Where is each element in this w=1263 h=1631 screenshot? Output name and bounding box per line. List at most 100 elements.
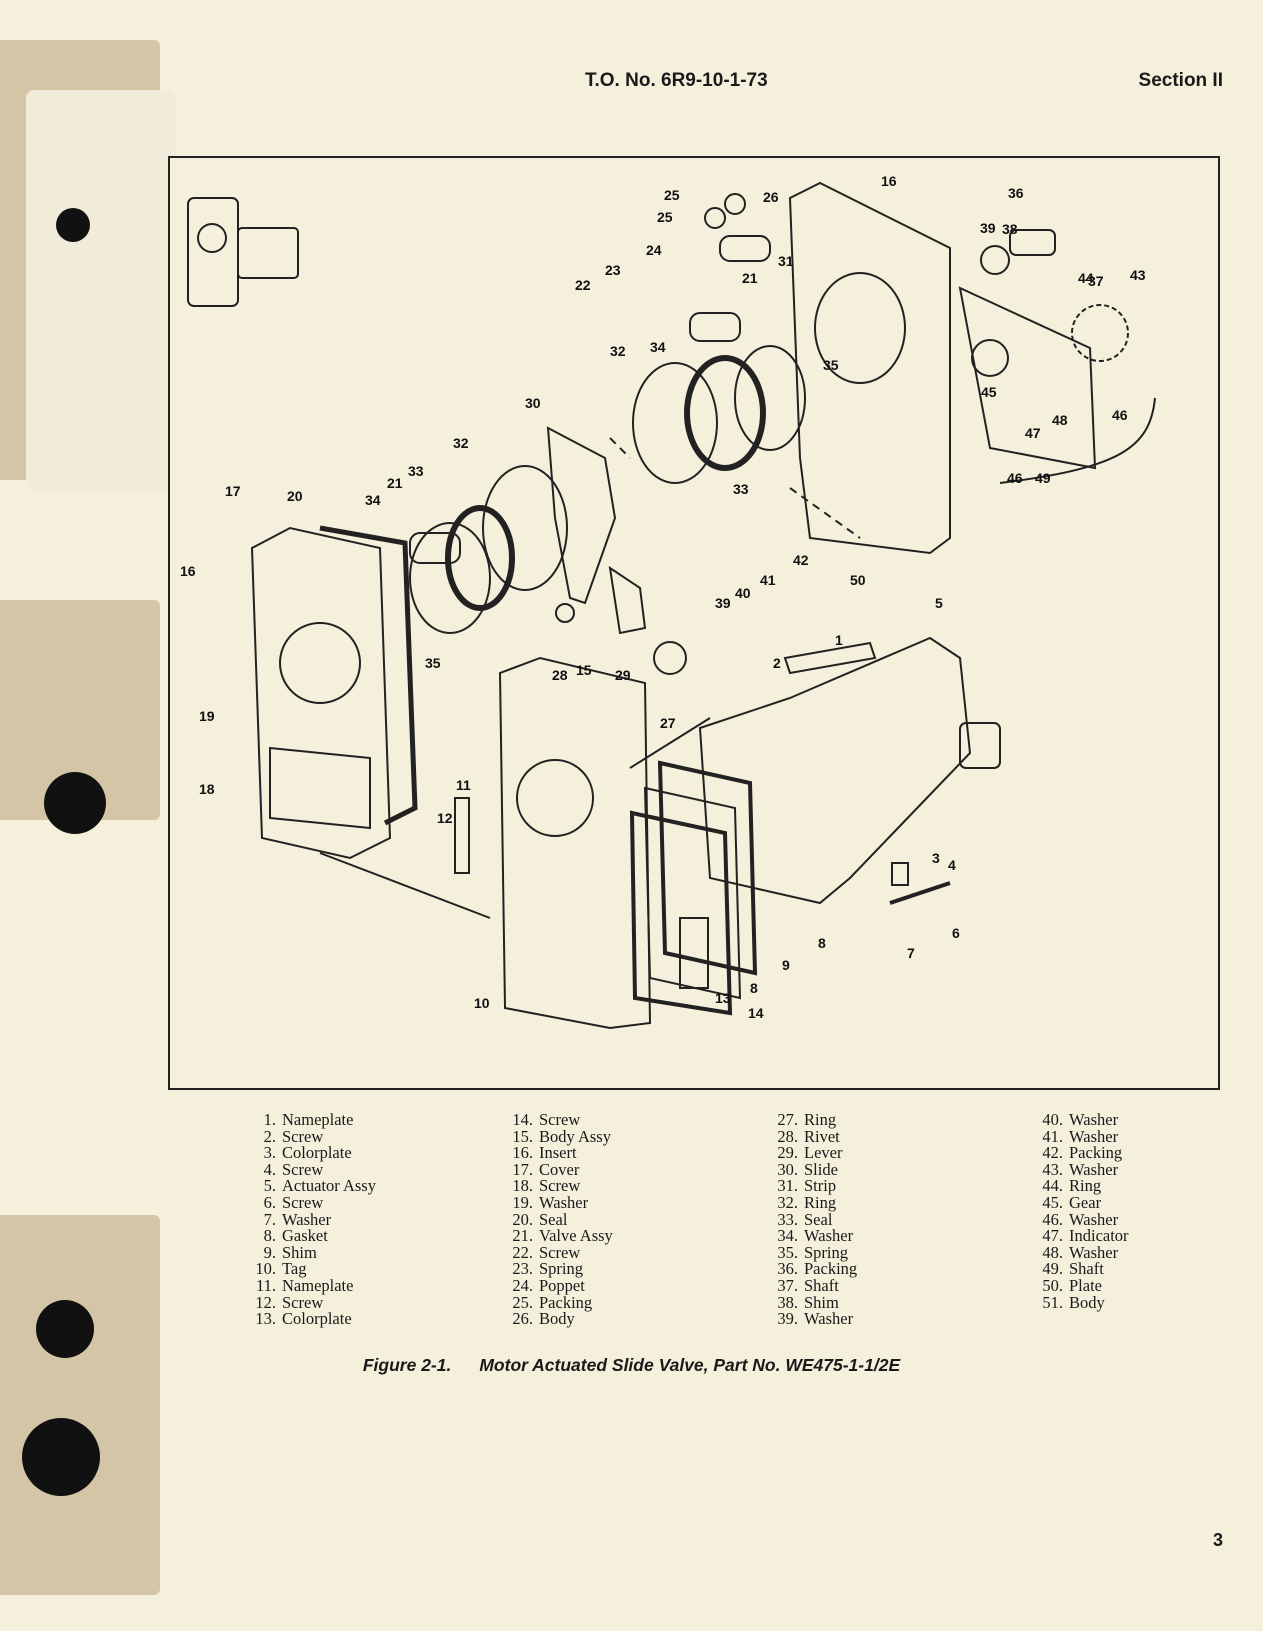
list-item: 8.Gasket	[263, 1226, 328, 1246]
paper-patch	[26, 90, 176, 490]
plate-50	[958, 286, 1097, 470]
list-item: 15.Body Assy	[512, 1126, 611, 1146]
dashed-guide-2	[629, 717, 711, 769]
list-item: 45.Gear	[1042, 1192, 1102, 1212]
list-item: 32.Ring	[777, 1192, 837, 1212]
parts-column-3: 27.Ring 28.Rivet 29.Lever 30.Slide 31.St…	[770, 1111, 857, 1329]
nameplate-11	[454, 797, 470, 874]
ring-32	[482, 465, 568, 591]
rivet-28	[555, 603, 575, 623]
parts-column-4: 40.Washer 41.Washer 42.Packing 43.Washer…	[1035, 1110, 1128, 1312]
list-item: 12.Screw	[255, 1292, 324, 1312]
callout: 11	[456, 777, 471, 793]
callout: 35	[425, 655, 441, 671]
callout: 26	[763, 189, 779, 205]
callout: 25	[657, 209, 673, 225]
assembly-line	[319, 852, 491, 919]
dashed-guide	[609, 437, 861, 539]
list-item: 39.Washer	[777, 1309, 854, 1329]
plate-hub	[971, 339, 1009, 377]
list-item: 31.Strip	[777, 1176, 837, 1196]
punch-hole	[56, 208, 90, 242]
callout: 17	[225, 483, 241, 499]
callout: 39	[715, 595, 731, 611]
list-item: 19.Washer	[512, 1192, 589, 1212]
callout: 32	[453, 435, 469, 451]
callout: 38	[1002, 221, 1018, 237]
list-item: 20.Seal	[512, 1209, 568, 1229]
callout: 21	[742, 270, 758, 286]
page-number: 3	[1212, 1530, 1223, 1550]
callout: 34	[365, 492, 381, 508]
list-item: 4.Screw	[263, 1159, 324, 1179]
callout: 46	[1007, 470, 1023, 486]
callout: 46	[1112, 407, 1128, 423]
callout: 8	[750, 980, 758, 996]
callout: 47	[1025, 425, 1041, 441]
callout: 10	[474, 995, 490, 1011]
callout: 6	[952, 925, 960, 941]
seal-20	[319, 525, 418, 826]
callout: 24	[646, 242, 662, 258]
list-item: 16.Insert	[512, 1143, 577, 1163]
callout: 15	[576, 662, 592, 678]
callout: 12	[437, 810, 453, 826]
callout: 42	[793, 552, 809, 568]
ring-32-upper	[632, 362, 718, 484]
list-item: 11.Nameplate	[255, 1275, 354, 1295]
list-item: 2.Screw	[263, 1126, 324, 1146]
slide-30	[546, 426, 617, 605]
list-item: 21.Valve Assy	[512, 1226, 613, 1246]
callout: 30	[525, 395, 541, 411]
callout: 14	[748, 1005, 764, 1021]
washer-34	[409, 522, 491, 634]
list-item: 50.Plate	[1042, 1275, 1102, 1295]
callout: 3	[932, 850, 940, 866]
callout: 2	[773, 655, 781, 671]
list-item: 51.Body	[1042, 1292, 1105, 1312]
callout: 16	[180, 563, 196, 579]
list-item: 17.Cover	[512, 1159, 580, 1179]
callout: 16	[881, 173, 897, 189]
callout-labels: 1 2 3 4 5 6 7 8 8 9 10 11 12 13 14 15 16…	[180, 173, 1146, 1021]
callout: 25	[664, 187, 680, 203]
callout: 35	[823, 357, 839, 373]
callout: 48	[1052, 412, 1068, 428]
list-item: 24.Poppet	[512, 1275, 585, 1295]
colorplate-13	[679, 917, 709, 989]
gasket-8	[657, 760, 758, 976]
binder-margin	[0, 0, 176, 1631]
lever-29	[608, 565, 647, 635]
callout: 19	[199, 708, 215, 724]
list-item: 40.Washer	[1042, 1110, 1119, 1129]
callout: 36	[1008, 185, 1024, 201]
exploded-view-figure: 1 2 3 4 5 6 7 8 8 9 10 11 12 13 14 15 16…	[168, 156, 1220, 1090]
callout: 9	[782, 957, 790, 973]
list-item: 6.Screw	[263, 1192, 324, 1212]
parts-column-2: 14.Screw 15.Body Assy 16.Insert 17.Cover…	[505, 1110, 613, 1328]
list-item: 29.Lever	[777, 1143, 843, 1163]
callout: 43	[1130, 267, 1146, 283]
list-item: 34.Washer	[777, 1226, 854, 1246]
callout: 31	[778, 253, 794, 269]
figure-title: Motor Actuated Slide Valve, Part No. WE4…	[479, 1355, 901, 1375]
gear-45	[1071, 304, 1129, 362]
parts-column-1: 1.Nameplate 2.Screw 3.Colorplate 4.Screw…	[248, 1111, 376, 1328]
valve-assy-21	[409, 532, 461, 564]
screw-6	[889, 881, 951, 905]
callout: 41	[760, 572, 776, 588]
body-26	[719, 235, 771, 262]
callout: 5	[935, 595, 943, 611]
list-item: 46.Washer	[1042, 1209, 1119, 1229]
ring-27	[653, 641, 687, 675]
list-item: 33.Seal	[777, 1209, 833, 1229]
callout: 45	[981, 384, 997, 400]
callout: 50	[850, 572, 866, 588]
cover-ribs	[269, 746, 371, 830]
actuator-connector	[959, 722, 1001, 769]
callout: 27	[660, 715, 676, 731]
list-item: 35.Spring	[777, 1242, 849, 1262]
callout: 22	[575, 277, 591, 293]
callout: 39	[980, 220, 996, 236]
list-item: 14.Screw	[512, 1110, 581, 1129]
